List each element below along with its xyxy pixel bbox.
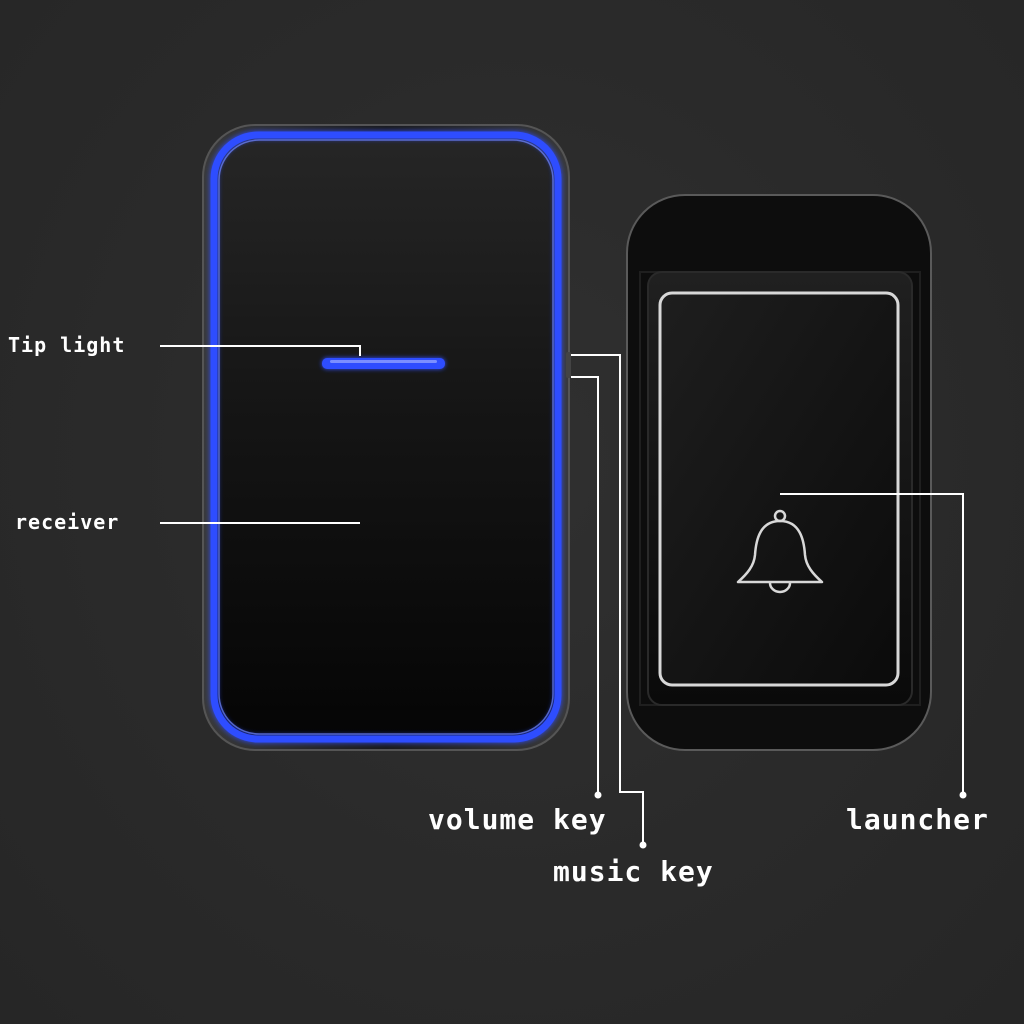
receiver-face [214,135,558,739]
receiver-glow-ring [210,131,562,743]
side-keys [566,352,571,378]
launcher-button [658,291,900,687]
tip-light-highlight [330,360,437,363]
launcher-dot [959,791,967,799]
tip-light-label: Tip light [8,333,126,357]
music-key-label: music key [553,855,714,888]
tip-light-leader [160,345,361,356]
music-key-dot [639,841,647,849]
volume-key-leader [571,376,599,792]
receiver-label: receiver [15,510,120,534]
callout-lines [160,345,964,843]
launcher-label: launcher [846,803,989,836]
callout-dots [594,791,967,849]
tip-light-bar [322,358,445,369]
receiver-glow-inner [218,139,554,735]
launcher-leader [780,493,964,792]
volume-key-dot [594,791,602,799]
bell-icon [736,509,824,594]
music-key-leader [571,354,644,843]
receiver-unit [202,124,571,751]
launcher-unit [626,194,932,751]
volume-key-label: volume key [428,803,607,836]
